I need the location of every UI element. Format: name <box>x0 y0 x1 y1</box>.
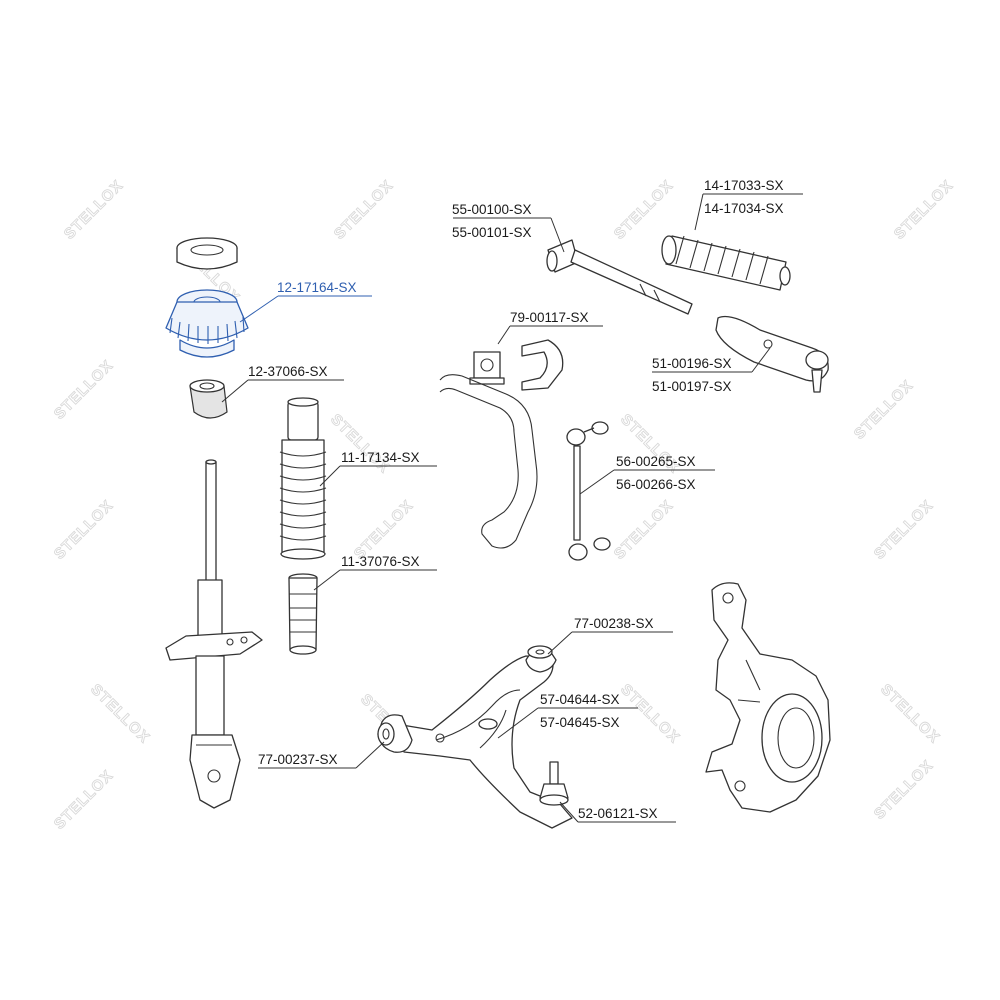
svg-text:STELLOX: STELLOX <box>51 357 117 423</box>
part-label-stab-bushing[interactable]: 79-00117-SX <box>510 310 589 325</box>
watermark: STELLOX <box>610 496 677 563</box>
svg-text:STELLOX: STELLOX <box>877 681 943 747</box>
part-label-control-arm-1[interactable]: 57-04644-SX <box>540 692 620 707</box>
watermark: STELLOX <box>50 766 117 833</box>
stabilizer-bushing[interactable] <box>469 339 564 391</box>
svg-text:STELLOX: STELLOX <box>617 681 683 747</box>
watermark: STELLOX <box>60 176 127 243</box>
part-label-bump-stop[interactable]: 11-37076-SX <box>341 554 420 569</box>
lower-control-arm[interactable] <box>395 655 573 829</box>
part-label-dust-boot[interactable]: 11-17134-SX <box>341 450 420 465</box>
leader-bump-stop <box>313 569 341 591</box>
svg-text:STELLOX: STELLOX <box>51 497 117 563</box>
leader-arm-bushing-front <box>547 631 573 655</box>
leader-control-arm <box>497 707 539 739</box>
leader-stab-bushing <box>497 325 511 345</box>
shock-absorber-strut <box>165 459 263 809</box>
svg-text:STELLOX: STELLOX <box>327 411 393 477</box>
watermark: STELLOX <box>870 756 937 823</box>
svg-text:STELLOX: STELLOX <box>871 757 937 823</box>
inner-tie-rod[interactable] <box>546 239 693 315</box>
svg-text:STELLOX: STELLOX <box>51 767 117 833</box>
steering-knuckle <box>705 582 831 813</box>
bump-stop[interactable] <box>288 573 318 655</box>
watermark: STELLOX <box>850 376 917 443</box>
watermark: STELLOX <box>50 356 117 423</box>
watermark: STELLOX <box>330 176 397 243</box>
watermark: STELLOX <box>350 496 417 563</box>
part-label-top-bushing[interactable]: 12-37066-SX <box>248 364 328 379</box>
steering-rack-boot[interactable] <box>661 235 791 291</box>
svg-text:STELLOX: STELLOX <box>611 497 677 563</box>
leader-top-bushing <box>221 379 249 403</box>
watermark: STELLOX <box>877 680 944 747</box>
watermark: STELLOX <box>617 680 684 747</box>
watermark: STELLOX <box>610 176 677 243</box>
watermark: STELLOX <box>327 410 394 477</box>
leader-dust-boot <box>319 465 341 487</box>
part-label-arm-bushing-front[interactable]: 77-00238-SX <box>574 616 654 631</box>
part-label-tie-rod-1[interactable]: 55-00100-SX <box>452 202 532 217</box>
part-label-tie-rod-end-2[interactable]: 51-00197-SX <box>652 379 732 394</box>
svg-text:STELLOX: STELLOX <box>871 497 937 563</box>
part-label-stab-link-2[interactable]: 56-00266-SX <box>616 477 696 492</box>
leader-stab-link <box>579 469 615 495</box>
watermark: STELLOX <box>87 680 154 747</box>
watermark: STELLOX <box>50 496 117 563</box>
leader-ball-joint <box>559 801 579 823</box>
svg-text:STELLOX: STELLOX <box>891 177 957 243</box>
part-label-tie-rod-2[interactable]: 55-00101-SX <box>452 225 532 240</box>
leader-arm-bushing-rear <box>355 741 385 769</box>
part-label-rack-boot-2[interactable]: 14-17034-SX <box>704 201 784 216</box>
leader-tie-rod <box>550 217 565 253</box>
stabilizer-link[interactable] <box>566 421 611 561</box>
svg-text:STELLOX: STELLOX <box>61 177 127 243</box>
part-label-arm-bushing-rear[interactable]: 77-00237-SX <box>258 752 338 767</box>
watermark: STELLOX <box>870 496 937 563</box>
part-label-stab-link-1[interactable]: 56-00265-SX <box>616 454 696 469</box>
ball-joint[interactable] <box>539 761 569 806</box>
leader-tie-rod-end <box>751 347 771 373</box>
part-label-control-arm-2[interactable]: 57-04645-SX <box>540 715 620 730</box>
svg-text:STELLOX: STELLOX <box>851 377 917 443</box>
strut-dust-boot[interactable] <box>279 397 327 560</box>
control-arm-bushing-rear[interactable] <box>377 714 413 753</box>
strut-top-bushing[interactable] <box>189 379 228 419</box>
leader-rack-boot <box>694 193 704 231</box>
part-label-rack-boot-1[interactable]: 14-17033-SX <box>704 178 784 193</box>
watermark: STELLOX <box>890 176 957 243</box>
part-label-tie-rod-end-1[interactable]: 51-00196-SX <box>652 356 732 371</box>
svg-text:STELLOX: STELLOX <box>611 177 677 243</box>
strut-mount-washer[interactable] <box>176 237 238 270</box>
part-label-ball-joint[interactable]: 52-06121-SX <box>578 806 658 821</box>
svg-text:STELLOX: STELLOX <box>331 177 397 243</box>
svg-text:STELLOX: STELLOX <box>351 497 417 563</box>
tie-rod-end[interactable] <box>715 315 829 393</box>
svg-text:STELLOX: STELLOX <box>87 681 153 747</box>
strut-mount-bearing[interactable] <box>165 289 249 358</box>
part-label-mount-bearing[interactable]: 12-17164-SX <box>277 280 357 295</box>
stabilizer-bar <box>439 374 538 549</box>
leader-mount-bearing <box>239 295 279 323</box>
